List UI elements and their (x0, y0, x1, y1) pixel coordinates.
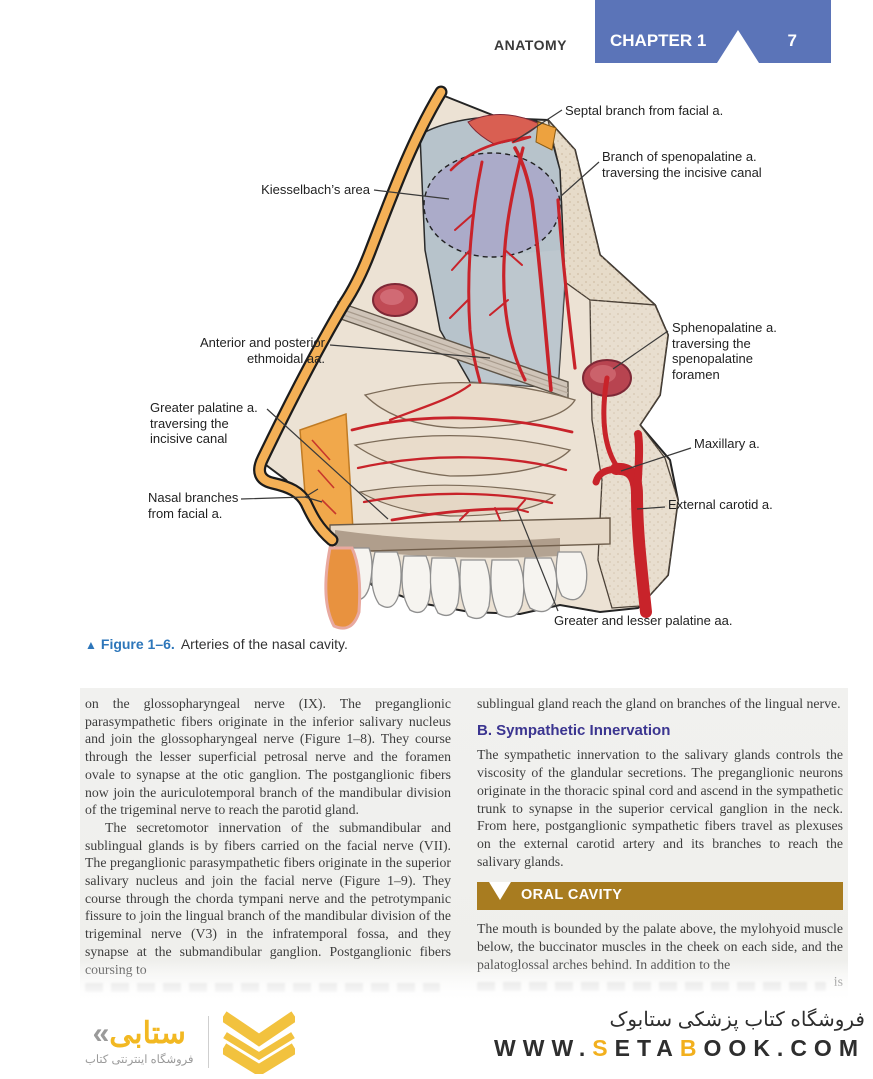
paragraph: sublingual gland reach the gland on bran… (477, 696, 841, 711)
logo-divider (207, 1016, 209, 1068)
chapter-tab: CHAPTER 1 7 (595, 0, 831, 63)
section-title: ORAL CAVITY (521, 887, 623, 904)
right-column: sublingual gland reach the gland on bran… (477, 695, 843, 992)
nasal-cavity-artwork (240, 85, 692, 630)
label-greater-palatine: Greater palatine a. traversing the incis… (150, 400, 258, 447)
label-line: traversing the incisive canal (602, 164, 762, 180)
label-line: traversing the (672, 335, 751, 351)
label-branch-sphenopalatine: Branch of spenopalatine a. traversing th… (602, 149, 762, 180)
label-ethmoidal: Anterior and posterior ethmoidal aa. (180, 335, 325, 366)
label-maxillary: Maxillary a. (694, 436, 760, 451)
label-line: foramen (672, 366, 720, 382)
oral-cavity-section-bar: ORAL CAVITY (477, 882, 843, 911)
cutoff-word: is (833, 974, 843, 990)
label-line: spenopalatine (672, 351, 753, 366)
label-sphenopalatine: Sphenopalatine a. traversing the spenopa… (672, 320, 777, 382)
figure-1-6-illustration: Septal branch from facial a. Branch of s… (0, 85, 873, 640)
subsection-heading: B. Sympathetic Innervation (477, 721, 671, 739)
paragraph: The mouth is bounded by the palate above… (477, 921, 843, 972)
store-url: WWW.SETABOOK.COM (494, 1035, 865, 1062)
body-text-area: on the glossopharyngeal nerve (IX). The … (80, 688, 848, 1006)
caption-figure-number: Figure 1–6. (100, 636, 175, 652)
running-head-section: ANATOMY (494, 37, 567, 53)
url-part: ETA (614, 1035, 680, 1061)
label-line: incisive canal (150, 431, 228, 446)
upper-lip-tissue (324, 546, 362, 630)
kiesselbach-area-ellipse (423, 152, 561, 258)
label-line: from facial a. (148, 505, 223, 521)
watermark-footer: «ستابی فروشگاه اینترنتی کتاب فروشگاه کتا… (0, 1002, 873, 1079)
leader-lines (240, 109, 692, 612)
label-line: Sphenopalatine a. (672, 320, 777, 335)
left-column: on the glossopharyngeal nerve (IX). The … (85, 695, 451, 993)
caption-triangle-icon: ▲ (85, 638, 97, 652)
paragraph: The sympathetic innervation to the saliv… (477, 747, 843, 869)
logo-subtitle: فروشگاه اینترنتی کتاب (85, 1054, 194, 1066)
label-kiesselbach: Kiesselbach’s area (261, 182, 370, 197)
paragraph: The secretomotor innervation of the subm… (85, 819, 451, 977)
url-part: B (679, 1035, 704, 1061)
caption-text: Arteries of the nasal cavity. (180, 636, 348, 652)
chapter-tab-notch (717, 30, 759, 63)
url-part: S (592, 1035, 615, 1061)
logo-chevron-mark: « (92, 1017, 110, 1050)
footer-store-info: فروشگاه کتاب پزشکی ستابوک WWW.SETABOOK.C… (494, 1007, 865, 1062)
arteries (350, 135, 652, 618)
setabook-logo: «ستابی فروشگاه اینترنتی کتاب (85, 1010, 295, 1074)
label-line: Nasal branches (148, 490, 239, 505)
setabook-wordmark: «ستابی فروشگاه اینترنتی کتاب (85, 1017, 194, 1067)
label-line: Anterior and posterior (199, 335, 325, 350)
section-bar-notch (489, 882, 511, 901)
logo-text: ستابی (109, 1017, 186, 1050)
url-part: OOK.COM (703, 1035, 865, 1061)
upper-teeth (340, 547, 588, 620)
figure-caption: ▲Figure 1–6. Arteries of the nasal cavity… (85, 636, 605, 652)
label-septal-branch: Septal branch from facial a. (565, 103, 724, 118)
label-line: Branch of spenopalatine a. (602, 149, 757, 164)
label-line: Greater palatine a. (150, 400, 258, 415)
label-line: ethmoidal aa. (246, 350, 325, 366)
url-part: WWW. (494, 1035, 593, 1061)
page-number: 7 (787, 31, 797, 50)
cutoff-text-line (85, 983, 441, 993)
label-nasal-branches: Nasal branches from facial a. (148, 490, 238, 521)
store-name-farsi: فروشگاه کتاب پزشکی ستابوک (609, 1009, 865, 1031)
cutoff-text-line (477, 982, 826, 992)
label-greater-lesser-palatine: Greater and lesser palatine aa. (554, 613, 733, 628)
chapter-title: CHAPTER 1 (610, 31, 707, 50)
skin-band (255, 87, 446, 545)
paragraph: on the glossopharyngeal nerve (IX). The … (85, 696, 451, 818)
label-line: traversing the (150, 415, 229, 431)
chevron-emblem-icon (222, 1011, 295, 1074)
label-external-carotid: External carotid a. (668, 497, 773, 512)
